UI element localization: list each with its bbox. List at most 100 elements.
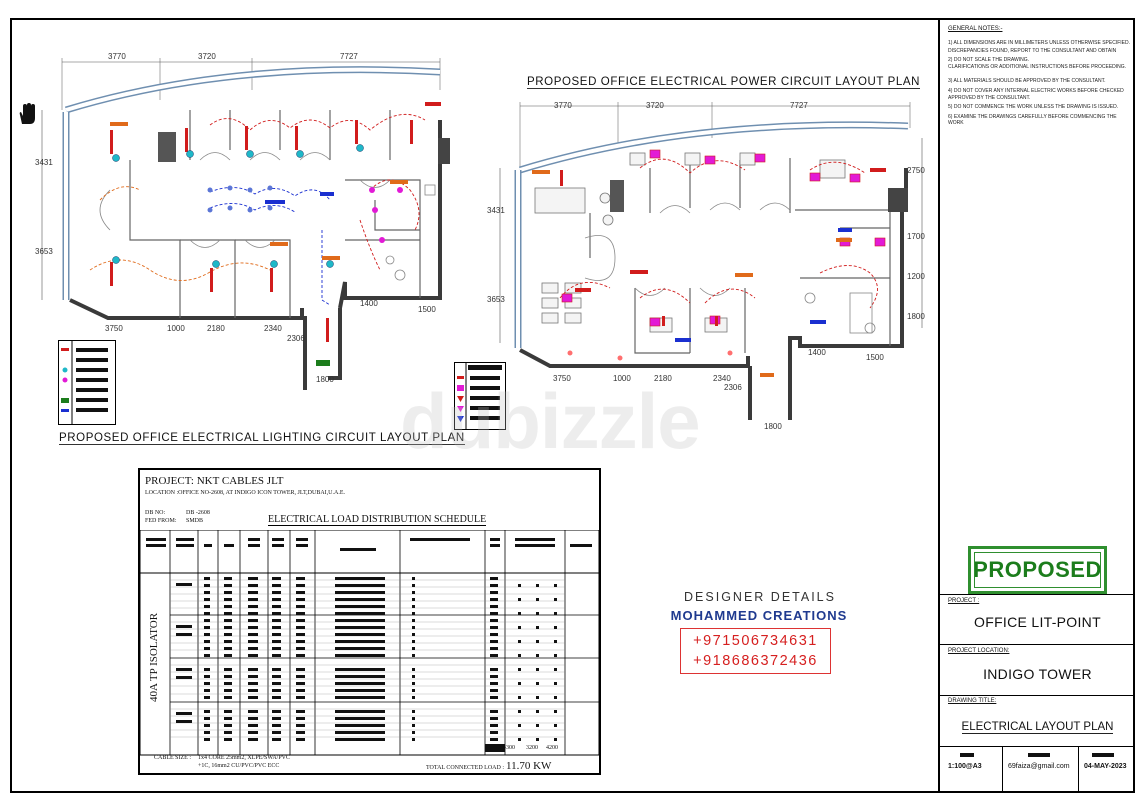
schedule-cell-block xyxy=(518,724,521,727)
schedule-cell-block xyxy=(204,724,210,727)
power-plan-title: PROPOSED OFFICE ELECTRICAL POWER CIRCUIT… xyxy=(527,76,921,89)
schedule-cell-block xyxy=(204,584,210,587)
lighting-plan-title: PROPOSED OFFICE ELECTRICAL LIGHTING CIRC… xyxy=(59,432,465,445)
note-6: 6) EXAMINE THE DRAWINGS CAREFULLY BEFORE… xyxy=(948,114,1117,126)
schedule-cell-block xyxy=(296,647,305,650)
drawing-title-label: DRAWING TITLE: xyxy=(948,698,997,704)
schedule-cell-block xyxy=(335,682,385,685)
power-layout-plan xyxy=(499,102,923,420)
schedule-cell-block xyxy=(490,696,498,699)
schedule-cell-block xyxy=(248,710,258,713)
schedule-row-blocks xyxy=(204,577,557,741)
schedule-cell-block xyxy=(272,668,281,671)
schedule-cell-block xyxy=(272,689,281,692)
schedule-cell-block xyxy=(490,591,498,594)
phone-2: +918686372436 xyxy=(693,653,818,669)
schedule-cell-block xyxy=(412,717,415,720)
schedule-cell-block xyxy=(490,626,498,629)
pdim-bottom-1: 3750 xyxy=(553,374,571,383)
schedule-cell-block xyxy=(296,668,305,671)
schedule-cell-block xyxy=(536,598,539,601)
schedule-cell-block xyxy=(554,668,557,671)
schedule-cell-block xyxy=(204,577,210,580)
schedule-cell-block xyxy=(296,654,305,657)
schedule-cell-block xyxy=(335,717,385,720)
dim-top-1: 3770 xyxy=(108,52,126,61)
schedule-cell-block xyxy=(272,591,281,594)
schedule-cell-block xyxy=(554,738,557,741)
tb-divider-3 xyxy=(940,695,1135,697)
note-4: 4) DO NOT COVER ANY INTERNAL ELECTRIC WO… xyxy=(948,88,1124,94)
schedule-cell-block xyxy=(248,612,258,615)
schedule-cell-block xyxy=(224,584,232,587)
designer-name: MOHAMMED CREATIONS xyxy=(670,608,848,623)
phase-total-2: 3200 xyxy=(526,745,538,751)
lighting-legend xyxy=(58,340,116,425)
schedule-cell-block xyxy=(248,689,258,692)
schedule-cell-block xyxy=(412,577,415,580)
project-label: PROJECT : xyxy=(948,598,980,604)
dim-top-2: 3720 xyxy=(198,52,216,61)
schedule-cell-block xyxy=(490,612,498,615)
schedule-cell-block xyxy=(412,612,415,615)
note-1b: DISCREPANCIES FOUND, REPORT TO THE CONSU… xyxy=(948,48,1117,54)
schedule-cell-block xyxy=(490,682,498,685)
schedule-cell-block xyxy=(490,647,498,650)
schedule-cell-block xyxy=(412,591,415,594)
schedule-cell-block xyxy=(412,619,415,622)
schedule-table xyxy=(140,530,600,756)
schedule-cell-block xyxy=(296,640,305,643)
schedule-cell-block xyxy=(554,710,557,713)
schedule-cell-block xyxy=(554,682,557,685)
schedule-cell-block xyxy=(224,668,232,671)
tb-scale-label-block xyxy=(960,753,974,757)
schedule-cell-block xyxy=(412,689,415,692)
schedule-cell-block xyxy=(296,605,305,608)
total-load-label: TOTAL CONNECTED LOAD : xyxy=(426,765,505,771)
schedule-cell-block xyxy=(248,724,258,727)
schedule-cell-block xyxy=(335,591,385,594)
schedule-cell-block xyxy=(490,724,498,727)
schedule-location: LOCATION :OFFICE NO-2608, AT INDIGO ICON… xyxy=(145,490,345,496)
isolator-label: 40A TP ISOLATOR xyxy=(148,612,160,702)
schedule-cell-block xyxy=(272,598,281,601)
pdim-bottom-8: 1800 xyxy=(764,422,782,431)
schedule-cell-block xyxy=(248,717,258,720)
schedule-cell-block xyxy=(272,724,281,727)
schedule-cell-block xyxy=(224,626,232,629)
schedule-cell-block xyxy=(248,605,258,608)
schedule-cell-block xyxy=(272,738,281,741)
schedule-cell-block xyxy=(248,584,258,587)
schedule-cell-block xyxy=(224,647,232,650)
schedule-cell-block xyxy=(536,668,539,671)
schedule-cell-block xyxy=(335,640,385,643)
pdim-side-2: 3653 xyxy=(487,295,505,304)
schedule-cell-block xyxy=(490,598,498,601)
schedule-cell-block xyxy=(224,717,232,720)
schedule-cell-block xyxy=(272,612,281,615)
schedule-cell-block xyxy=(335,724,385,727)
pdim-rside-4: 1800 xyxy=(907,312,925,321)
tb-divider-1 xyxy=(940,594,1135,596)
schedule-cell-block xyxy=(272,619,281,622)
pdim-rside-3: 1200 xyxy=(907,272,925,281)
schedule-cell-block xyxy=(204,682,210,685)
schedule-cell-block xyxy=(518,626,521,629)
schedule-cell-block xyxy=(335,710,385,713)
pdim-rside-1: 2750 xyxy=(907,166,925,175)
pdim-bottom-2: 1000 xyxy=(613,374,631,383)
schedule-cell-block xyxy=(248,591,258,594)
general-notes-heading: GENERAL NOTES:- xyxy=(948,26,1003,32)
lighting-layout-plan xyxy=(41,58,450,390)
schedule-cell-block xyxy=(272,577,281,580)
schedule-cell-block xyxy=(536,724,539,727)
schedule-cell-block xyxy=(272,675,281,678)
schedule-cell-block xyxy=(412,724,415,727)
schedule-cell-block xyxy=(224,640,232,643)
schedule-cell-block xyxy=(204,738,210,741)
schedule-cell-block xyxy=(554,724,557,727)
schedule-cell-block xyxy=(335,626,385,629)
drawing-title-value: ELECTRICAL LAYOUT PLAN xyxy=(940,721,1135,734)
dim-bottom-6: 1400 xyxy=(360,299,378,308)
hand-cursor-icon xyxy=(19,103,35,124)
